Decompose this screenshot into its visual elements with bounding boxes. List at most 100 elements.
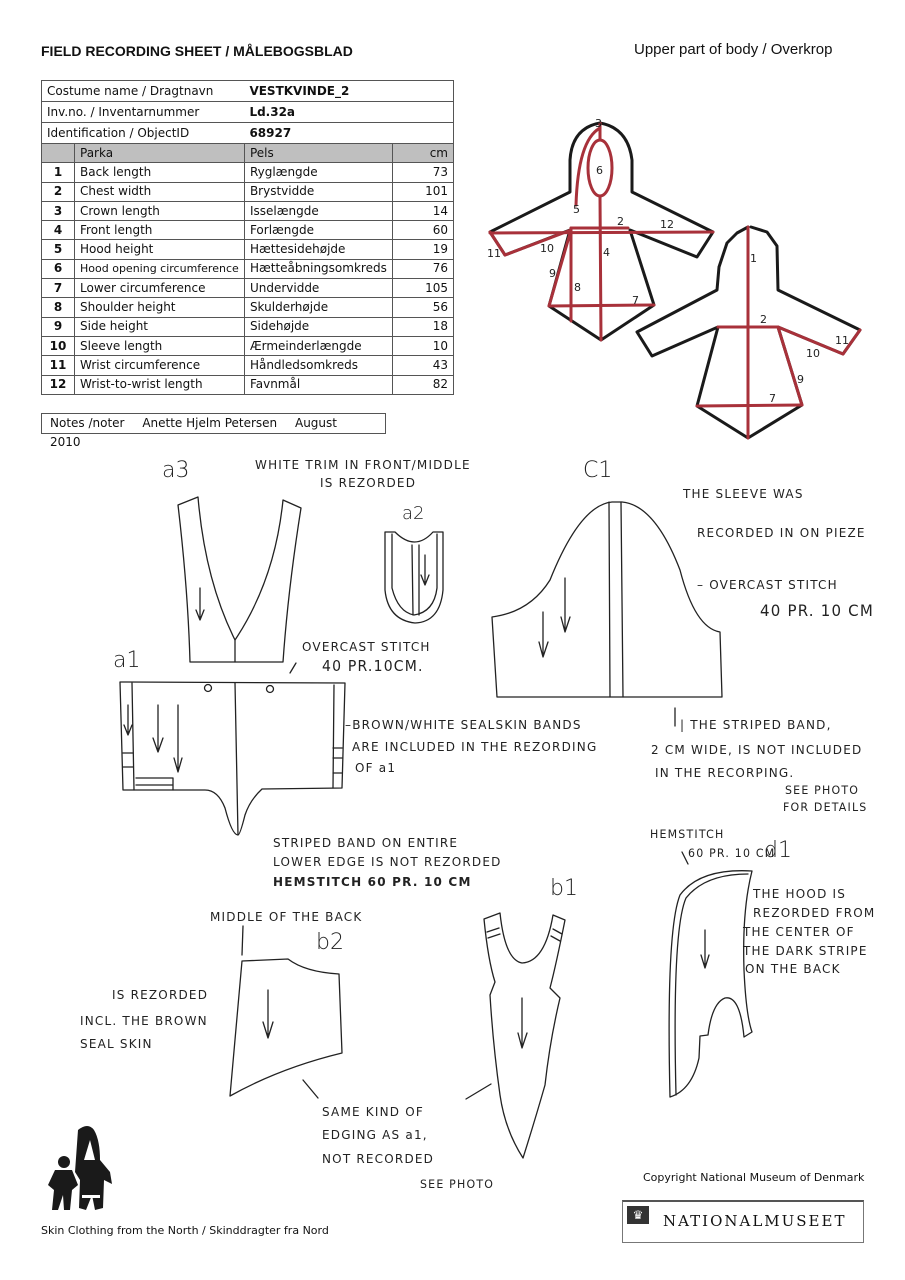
note-c1-2: RECORDED IN ON PIEZE <box>697 525 866 541</box>
note-c1-3: – OVERCAST STITCH <box>697 577 838 593</box>
header-pels: Pels <box>243 142 394 164</box>
row-number: 12 <box>41 374 75 395</box>
row-parka: Wrist-to-wrist length <box>74 374 245 395</box>
row-cm: 82 <box>392 374 454 395</box>
piece-label-b2: b2 <box>316 930 344 955</box>
piece-label-a1: a1 <box>113 648 141 673</box>
diag-num-4: 4 <box>603 246 610 259</box>
row-pels: Håndledsomkreds <box>243 355 394 376</box>
note-d1-2: REZORDED FROM <box>753 905 876 921</box>
parka-front-diagram: 3 6 5 2 12 11 10 4 9 8 7 <box>487 117 715 342</box>
note-c1-1: THE SLEEVE WAS <box>683 486 804 502</box>
notes-date: August 2010 <box>50 416 337 449</box>
piece-label-a3: a3 <box>162 458 190 483</box>
note-d1-1: THE HOOD IS <box>753 886 847 902</box>
note-c1-band-1: | THE STRIPED BAND, <box>680 717 832 733</box>
row-pels: Undervidde <box>243 278 394 299</box>
table-header: Parka Pels cm <box>41 142 454 164</box>
id-value: 68927 <box>244 122 455 144</box>
piece-label-c1: C1 <box>583 458 613 483</box>
note-edging-1: SAME KIND OF <box>322 1104 424 1120</box>
inv-value: Ld.32a <box>244 101 455 123</box>
row-number: 3 <box>41 200 75 222</box>
notes-author: Anette Hjelm Petersen <box>142 416 278 430</box>
piece-label-b1: b1 <box>550 876 578 901</box>
header-num <box>41 142 75 164</box>
parka-back-diagram: 1 2 11 10 9 7 <box>635 225 862 440</box>
piece-label-d1: d1 <box>764 838 792 863</box>
row-cm: 56 <box>392 297 454 318</box>
crown-icon: ♛ <box>627 1206 649 1224</box>
diag-num-8: 8 <box>574 281 581 294</box>
project-caption: Skin Clothing from the North / Skinddrag… <box>41 1224 329 1237</box>
diag-back-num-10: 10 <box>806 347 820 360</box>
note-b2-2: INCL. THE BROWN <box>80 1013 208 1029</box>
diag-num-9: 9 <box>549 267 556 280</box>
row-cm: 43 <box>392 355 454 376</box>
sheet-title: FIELD RECORDING SHEET / MÅLEBOGSBLAD <box>41 43 353 59</box>
row-parka: Front length <box>74 220 245 241</box>
note-b2-3: SEAL SKIN <box>80 1036 153 1052</box>
diag-num-7: 7 <box>632 294 639 307</box>
diag-back-num-11: 11 <box>835 334 849 347</box>
row-pels: Isselængde <box>243 200 394 222</box>
note-c1-band-5: FOR DETAILS <box>783 800 868 815</box>
piece-c1-sketch <box>491 501 723 727</box>
row-pels: Hættesidehøjde <box>243 239 394 260</box>
nationalmuseet-logo: ♛ NATIONALMUSEET <box>622 1200 864 1243</box>
note-edging-3: NOT RECORDED <box>322 1151 435 1167</box>
note-d1-stitch-1: HEMSTITCH <box>650 827 725 842</box>
note-a3-stitch-1: OVERCAST STITCH <box>302 639 431 655</box>
note-c1-band-4: SEE PHOTO <box>785 783 860 798</box>
note-a1-bands-2: ARE INCLUDED IN THE REZORDING <box>352 739 598 755</box>
row-pels: Favnmål <box>243 374 394 395</box>
note-c1-band-2: 2 CM WIDE, IS NOT INCLUDED <box>651 742 863 758</box>
note-d1-3: THE CENTER OF <box>743 924 855 940</box>
piece-b2-sketch <box>229 925 343 1099</box>
diag-back-num-7: 7 <box>769 392 776 405</box>
piece-a2-sketch <box>384 531 444 624</box>
diag-back-num-1: 1 <box>750 252 757 265</box>
note-a3-trim-2: IS REZORDED <box>320 475 417 491</box>
diag-back-num-2: 2 <box>760 313 767 326</box>
note-c1-band-3: IN THE RECORPING. <box>655 765 795 781</box>
note-a1-edge-1: STRIPED BAND ON ENTIRE <box>273 835 459 851</box>
note-a1-bands-1: –BROWN/WHITE SEALSKIN BANDS <box>345 717 582 733</box>
piece-a3-sketch <box>177 496 302 663</box>
row-parka: Back length <box>74 162 245 183</box>
note-d1-5: ON THE BACK <box>745 961 841 977</box>
diag-num-6: 6 <box>596 164 603 177</box>
row-pels: Sidehøjde <box>243 316 394 337</box>
skin-clothing-logo <box>48 1126 112 1210</box>
note-a1-edge-2: LOWER EDGE IS NOT REZORDED <box>273 854 502 870</box>
note-a1-edge-3: HEMSTITCH 60 PR. 10 CM <box>273 874 472 890</box>
diag-back-num-9: 9 <box>797 373 804 386</box>
sheet-subtitle: Upper part of body / Overkrop <box>634 41 833 58</box>
note-d1-stitch-2: 60 PR. 10 CM <box>688 846 776 861</box>
piece-d1-sketch <box>668 851 753 1098</box>
note-edging-4: SEE PHOTO <box>420 1177 495 1192</box>
note-a3-trim-1: WHITE TRIM IN FRONT/MIDDLE <box>255 457 471 473</box>
header-cm: cm <box>392 142 454 164</box>
diag-num-2: 2 <box>617 215 624 228</box>
row-parka: Lower circumference <box>74 278 245 299</box>
diag-num-10: 10 <box>540 242 554 255</box>
note-a1-bands-3: OF a1 <box>355 760 397 776</box>
note-d1-4: THE DARK STRIPE <box>743 943 868 959</box>
notes-label: Notes /noter <box>50 416 125 430</box>
piece-a1-sketch <box>119 662 346 836</box>
notes-box: Notes /noter Anette Hjelm Petersen Augus… <box>41 413 386 449</box>
diag-num-5: 5 <box>573 203 580 216</box>
note-b2-1: IS REZORDED <box>112 987 209 1003</box>
diag-num-3: 3 <box>595 117 602 130</box>
piece-b1-sketch <box>465 912 566 1159</box>
